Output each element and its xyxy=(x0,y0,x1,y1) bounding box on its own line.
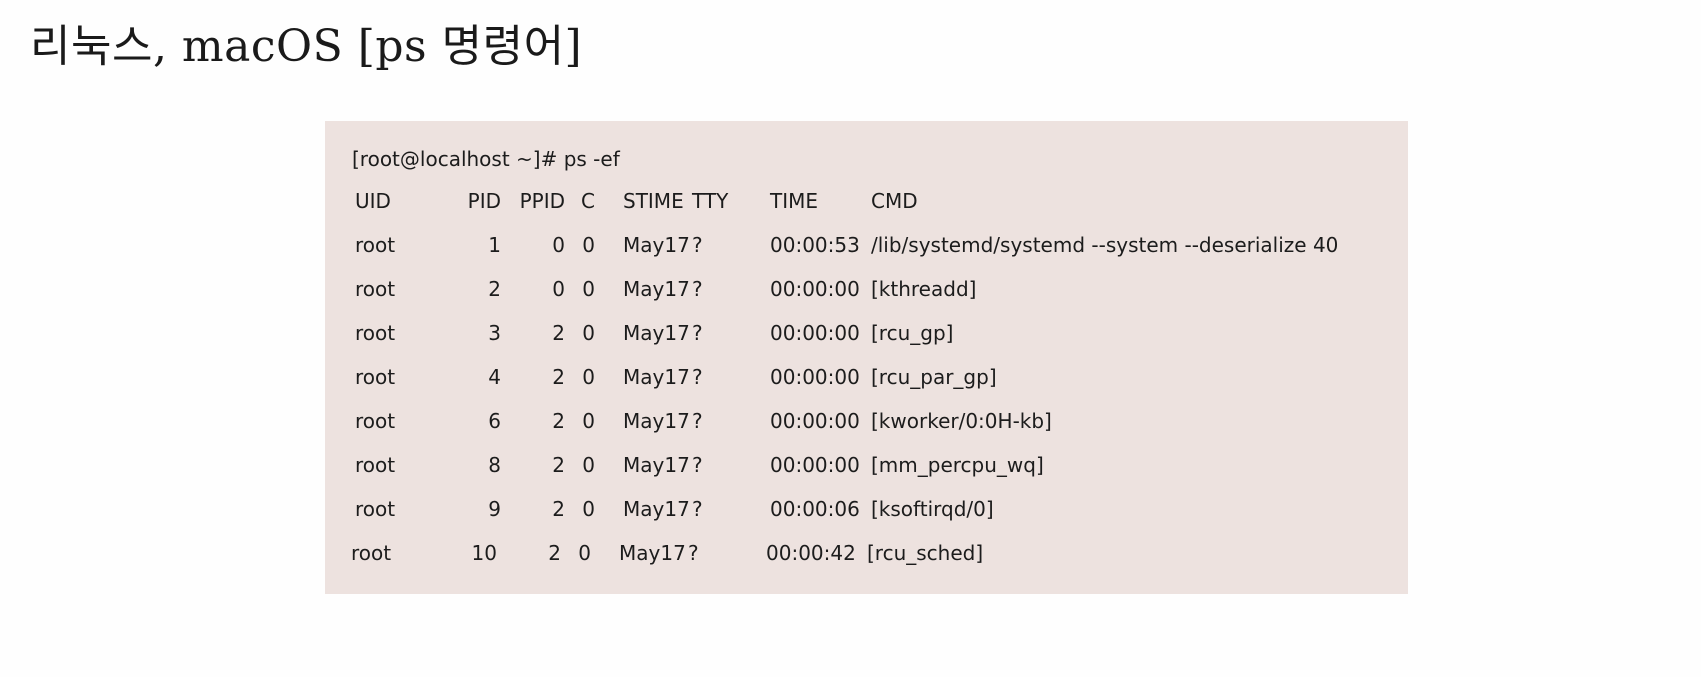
cell-tty: ? xyxy=(692,497,703,521)
table-header-row: UID PID PPID C STIME TTY TIME CMD xyxy=(325,179,1408,223)
column-header-tty: TTY xyxy=(692,189,729,213)
cell-uid: root xyxy=(355,233,396,257)
cell-time: 00:00:00 xyxy=(770,409,860,433)
cell-stime: May17 xyxy=(623,321,690,345)
cell-c: 0 xyxy=(582,365,595,389)
cell-c: 0 xyxy=(582,277,595,301)
cell-cmd: [mm_percpu_wq] xyxy=(871,453,1044,477)
slide-title: 리눅스, macOS [ps 명령어] xyxy=(30,21,583,72)
table-row: root 2 0 0 May17 ? 00:00:00 [kthreadd] xyxy=(325,267,1408,311)
cell-stime: May17 xyxy=(623,409,690,433)
cell-ppid: 2 xyxy=(552,497,565,521)
cell-c: 0 xyxy=(582,321,595,345)
cell-tty: ? xyxy=(692,321,703,345)
table-row: root 6 2 0 May17 ? 00:00:00 [kworker/0:0… xyxy=(325,399,1408,443)
column-header-c: C xyxy=(581,189,595,213)
cell-cmd: /lib/systemd/systemd --system --deserial… xyxy=(871,233,1339,257)
cell-stime: May17 xyxy=(623,497,690,521)
table-row: root 9 2 0 May17 ? 00:00:06 [ksoftirqd/0… xyxy=(325,487,1408,531)
cell-c: 0 xyxy=(582,453,595,477)
column-header-time: TIME xyxy=(770,189,819,213)
cell-stime: May17 xyxy=(623,277,690,301)
cell-tty: ? xyxy=(692,409,703,433)
cell-uid: root xyxy=(355,365,396,389)
cell-pid: 6 xyxy=(488,409,501,433)
cell-uid: root xyxy=(355,321,396,345)
cell-uid: root xyxy=(355,409,396,433)
table-row: root 3 2 0 May17 ? 00:00:00 [rcu_gp] xyxy=(325,311,1408,355)
cell-ppid: 0 xyxy=(552,233,565,257)
column-header-stime: STIME xyxy=(623,189,684,213)
cell-stime: May17 xyxy=(623,233,690,257)
cell-c: 0 xyxy=(578,541,591,565)
cell-pid: 10 xyxy=(471,541,497,565)
cell-tty: ? xyxy=(692,365,703,389)
cell-cmd: [kworker/0:0H-kb] xyxy=(871,409,1052,433)
cell-pid: 9 xyxy=(488,497,501,521)
cell-uid: root xyxy=(355,277,396,301)
column-header-uid: UID xyxy=(355,189,391,213)
command-prompt-line: [root@localhost ~]# ps -ef xyxy=(352,147,620,171)
cell-time: 00:00:42 xyxy=(766,541,856,565)
cell-cmd: [kthreadd] xyxy=(871,277,977,301)
cell-pid: 4 xyxy=(488,365,501,389)
table-row: root 4 2 0 May17 ? 00:00:00 [rcu_par_gp] xyxy=(325,355,1408,399)
column-header-pid: PID xyxy=(467,189,501,213)
cell-cmd: [rcu_par_gp] xyxy=(871,365,997,389)
cell-time: 00:00:00 xyxy=(770,365,860,389)
cell-cmd: [rcu_gp] xyxy=(871,321,954,345)
cell-tty: ? xyxy=(692,453,703,477)
cell-ppid: 0 xyxy=(552,277,565,301)
cell-cmd: [rcu_sched] xyxy=(867,541,984,565)
table-row: root 8 2 0 May17 ? 00:00:00 [mm_percpu_w… xyxy=(325,443,1408,487)
cell-pid: 1 xyxy=(488,233,501,257)
cell-tty: ? xyxy=(688,541,699,565)
cell-c: 0 xyxy=(582,497,595,521)
cell-stime: May17 xyxy=(623,453,690,477)
column-header-ppid: PPID xyxy=(519,189,565,213)
cell-ppid: 2 xyxy=(548,541,561,565)
terminal-output-box: [root@localhost ~]# ps -ef UID PID PPID … xyxy=(325,121,1408,594)
cell-uid: root xyxy=(355,453,396,477)
cell-tty: ? xyxy=(692,233,703,257)
cell-ppid: 2 xyxy=(552,365,565,389)
cell-time: 00:00:00 xyxy=(770,321,860,345)
cell-pid: 8 xyxy=(488,453,501,477)
cell-stime: May17 xyxy=(619,541,686,565)
cell-c: 0 xyxy=(582,233,595,257)
cell-stime: May17 xyxy=(623,365,690,389)
cell-ppid: 2 xyxy=(552,409,565,433)
ps-output-table: UID PID PPID C STIME TTY TIME CMD root 1… xyxy=(325,179,1408,575)
cell-time: 00:00:06 xyxy=(770,497,860,521)
cell-pid: 2 xyxy=(488,277,501,301)
cell-tty: ? xyxy=(692,277,703,301)
cell-uid: root xyxy=(351,541,392,565)
cell-pid: 3 xyxy=(488,321,501,345)
column-header-cmd: CMD xyxy=(871,189,918,213)
cell-ppid: 2 xyxy=(552,453,565,477)
cell-time: 00:00:53 xyxy=(770,233,860,257)
cell-c: 0 xyxy=(582,409,595,433)
cell-cmd: [ksoftirqd/0] xyxy=(871,497,994,521)
table-row: root 1 0 0 May17 ? 00:00:53 /lib/systemd… xyxy=(325,223,1408,267)
cell-time: 00:00:00 xyxy=(770,453,860,477)
cell-ppid: 2 xyxy=(552,321,565,345)
cell-uid: root xyxy=(355,497,396,521)
cell-time: 00:00:00 xyxy=(770,277,860,301)
table-row: root 10 2 0 May17 ? 00:00:42 [rcu_sched] xyxy=(325,531,1408,575)
